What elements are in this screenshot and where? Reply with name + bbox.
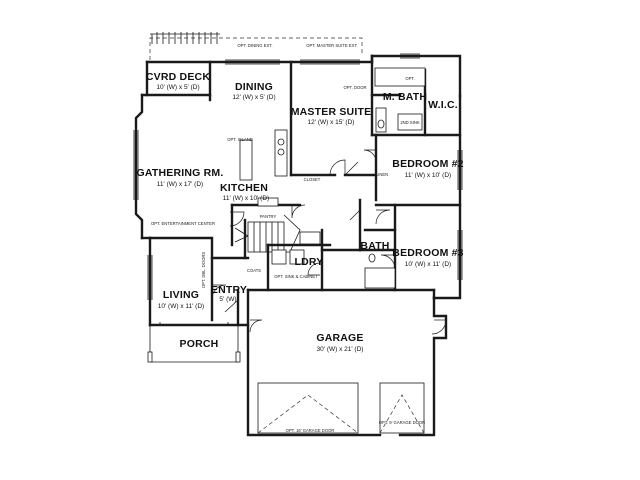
note-closet: CLOSET	[304, 177, 321, 182]
note-opt-garage-door-right: OPT. 9' GARAGE DOOR	[379, 420, 425, 425]
room-dim-gathering: 11' (W) x 17' (D)	[157, 181, 203, 188]
room-dim-dining: 12' (W) x 5' (D)	[232, 94, 275, 101]
room-label-porch: PORCH	[180, 338, 219, 350]
room-dim-garage: 30' (W) x 21' (D)	[317, 346, 364, 353]
room-dim-living: 10' (W) x 11' (D)	[158, 303, 204, 310]
room-label-living: LIVING	[163, 289, 199, 301]
bath-fixtures	[271, 67, 426, 289]
porch	[147, 322, 241, 363]
note-opt-island: OPT. ISLAND	[227, 137, 253, 142]
note-pantry: PANTRY	[260, 214, 277, 219]
interior-walls	[145, 54, 462, 327]
room-label-m-bath: M. BATH	[383, 91, 427, 103]
room-dim-kitchen: 11' (W) x 10' (D)	[223, 195, 269, 202]
note-opt-tub: OPT.	[405, 76, 414, 81]
exterior-walls	[134, 54, 462, 437]
room-label-wic: W.I.C.	[428, 99, 458, 111]
room-label-master-suite: MASTER SUITE	[291, 106, 372, 118]
room-label-bedroom-3: BEDROOM #3	[392, 247, 463, 259]
room-dim-bedroom-2: 11' (W) x 10' (D)	[405, 172, 451, 179]
room-label-bath: BATH	[360, 240, 389, 252]
note-opt-entertainment: OPT. ENTERTAINMENT CENTER	[151, 221, 215, 226]
note-opt-sink: OPT. SINK & CABINET	[274, 274, 318, 279]
note-opt-dining-ext: OPT. DINING EXT.	[237, 43, 272, 48]
room-label-cvrd-deck: CVRD DECK	[146, 71, 210, 83]
optional-extension-outline	[149, 32, 363, 60]
note-opt-master-ext: OPT. MASTER SUITE EXT.	[306, 43, 357, 48]
kitchen-fixtures	[239, 129, 288, 207]
note-2nd-sink: 2ND SINK	[400, 120, 420, 125]
note-opt-door: OPT. DOOR	[343, 85, 366, 90]
room-label-entry: ENTRY	[211, 284, 247, 296]
windows	[133, 53, 463, 300]
room-dim-master-suite: 12' (W) x 15' (D)	[308, 119, 355, 126]
plan-notes: OPT. DINING EXT. OPT. MASTER SUITE EXT. …	[151, 43, 425, 433]
stairs	[234, 214, 301, 253]
note-coats: COATS	[247, 268, 261, 273]
room-dim-cvrd-deck: 10' (W) x 5' (D)	[156, 84, 199, 91]
garage-doors	[257, 382, 425, 434]
room-label-dining: DINING	[235, 81, 273, 93]
room-label-garage: GARAGE	[316, 332, 363, 344]
door-swings	[211, 149, 447, 335]
room-label-ldry: LDRY	[295, 256, 324, 268]
note-opt-garage-door: OPT. 16' GARAGE DOOR	[286, 428, 335, 433]
room-dim-entry: 5' (W)	[219, 296, 236, 303]
room-label-kitchen: KITCHEN	[220, 182, 268, 194]
room-labels: CVRD DECK 10' (W) x 5' (D) DINING 12' (W…	[137, 71, 464, 353]
room-label-gathering: GATHERING RM.	[137, 167, 224, 179]
note-linen: LINEN	[376, 172, 388, 177]
room-dim-bedroom-3: 10' (W) x 11' (D)	[405, 261, 451, 268]
room-label-bedroom-2: BEDROOM #2	[392, 158, 463, 170]
note-opt-doors: OPT. DBL. DOORS	[201, 252, 206, 289]
